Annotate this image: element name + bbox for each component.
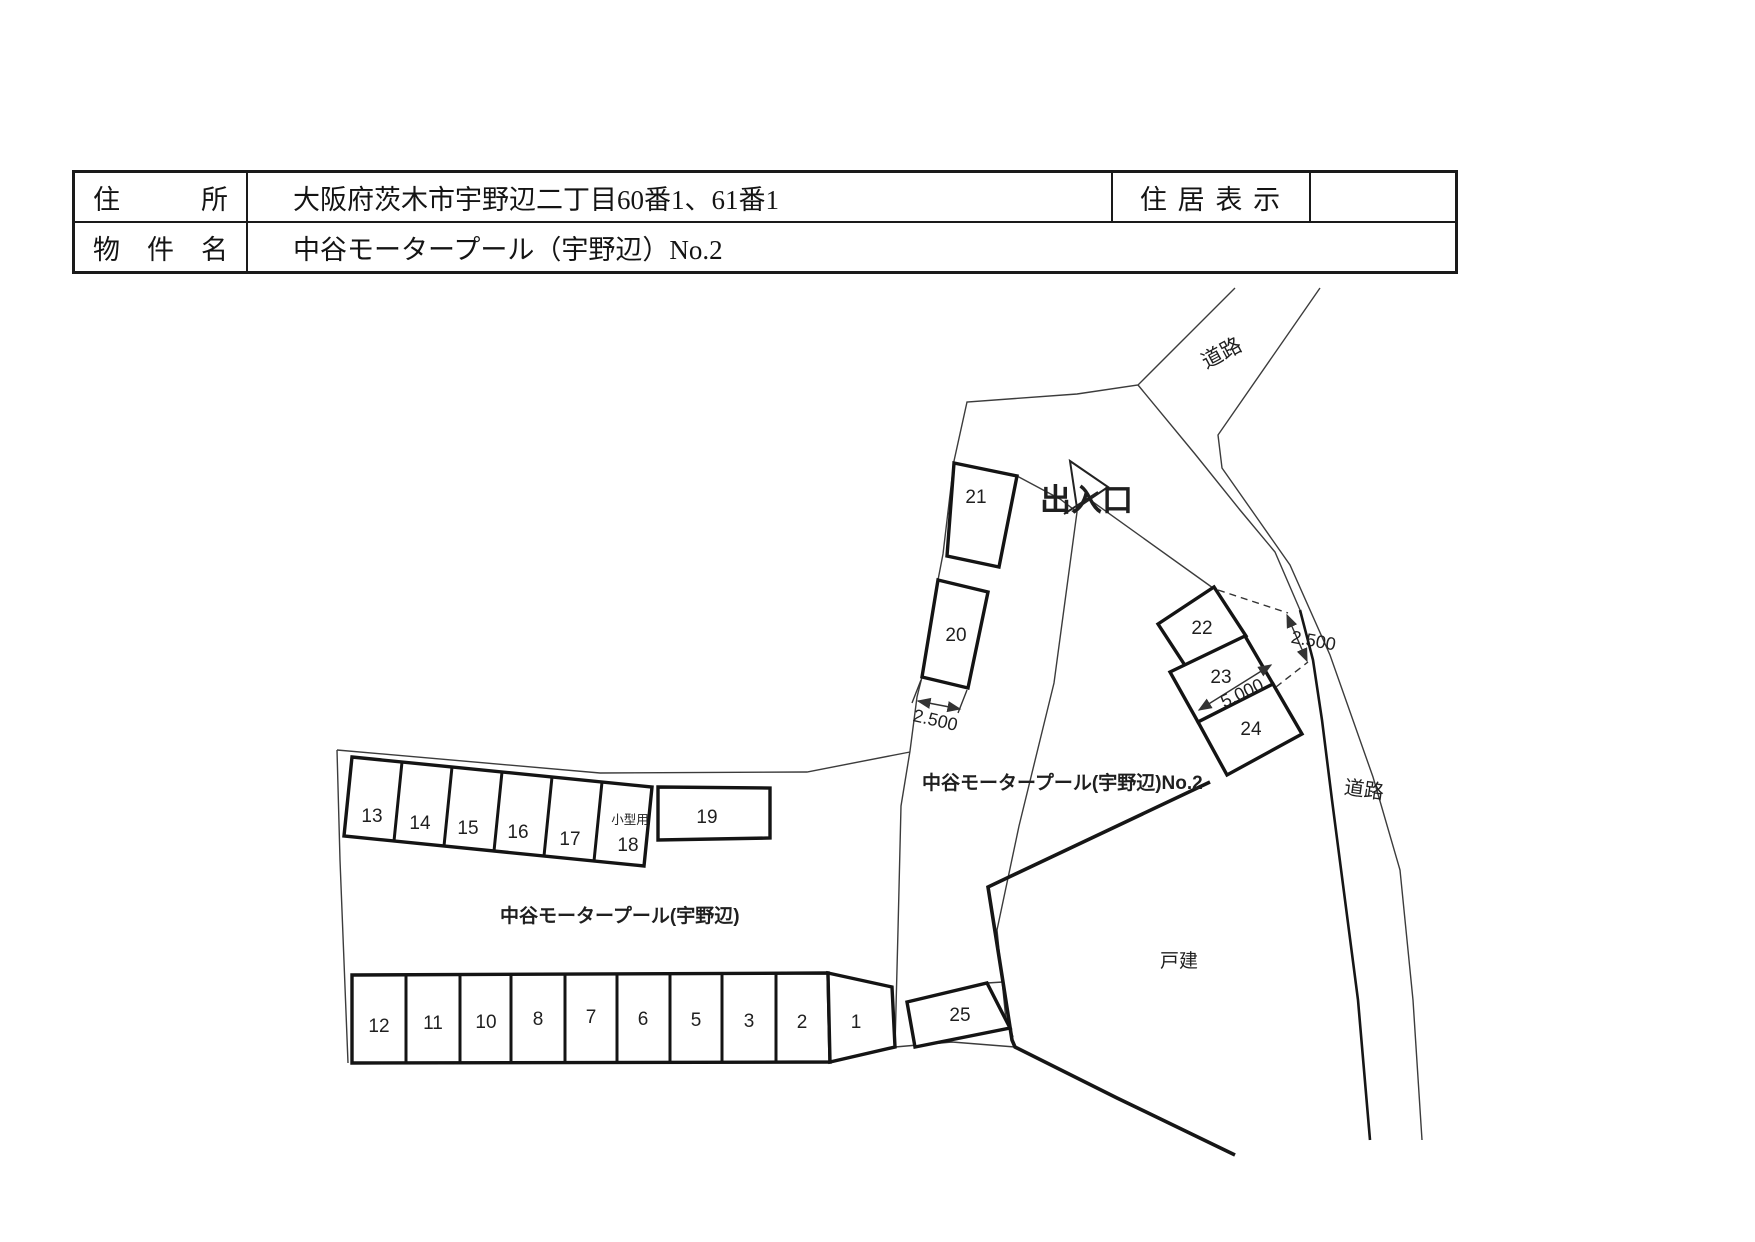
- dim-label-2500-left: 2.500: [911, 705, 959, 735]
- address-value: 大阪府茨木市宇野辺二丁目60番1、61番1: [248, 173, 1113, 221]
- divider-15-16: [492, 771, 504, 852]
- road-outer-edge-line: [1217, 287, 1423, 1141]
- stall-12-label: 12: [368, 1016, 389, 1037]
- stall-20-label: 20: [945, 625, 966, 646]
- stall-24-label: 24: [1240, 719, 1262, 740]
- stall-6-label: 6: [638, 1009, 649, 1030]
- road-label-top: 道路: [1198, 334, 1246, 374]
- stall-25-label: 25: [949, 1005, 970, 1026]
- divider-14-15: [442, 766, 454, 847]
- stall-number-labels: 1 2 3 5 6 7 8 10 11 12 13 14 15 16 17 18…: [361, 487, 1262, 1037]
- stall-21-label: 21: [965, 487, 986, 508]
- lot-no1-label: 中谷モータープール(宇野辺): [500, 904, 740, 927]
- divider-16-17: [542, 776, 554, 857]
- dim-label-2500-right: 2.500: [1290, 627, 1338, 655]
- entrance-label: 出入口: [1040, 483, 1133, 518]
- stall-2-label: 2: [797, 1012, 808, 1033]
- dim-leader-dashed: [1217, 589, 1289, 614]
- stall-1-shape: [826, 970, 897, 1065]
- lot-no2-label: 中谷モータープール(宇野辺)No.2: [922, 771, 1203, 794]
- small-car-label: 小型用: [611, 813, 649, 827]
- dim-stall22-width: [1217, 589, 1309, 688]
- parking-stalls: [342, 460, 1305, 1065]
- entrance-arrow-icon: [1063, 458, 1110, 515]
- stall-16-label: 16: [507, 822, 528, 843]
- stall-25-shape: [905, 981, 1013, 1050]
- stall-21-shape: [945, 460, 1019, 570]
- stall-14-label: 14: [409, 813, 431, 834]
- thick-parcel-lines: [986, 609, 1372, 1157]
- residence-display-label: 住 居 表 示: [1113, 173, 1311, 221]
- entrance-arrow-tail: [1063, 491, 1099, 515]
- property-info-table: 住 所 大阪府茨木市宇野辺二丁目60番1、61番1 住 居 表 示 物 件 名 …: [72, 170, 1458, 274]
- road-label-right: 道路: [1343, 776, 1386, 804]
- property-name-value: 中谷モータープール（宇野辺）No.2: [293, 234, 723, 265]
- corridor-right-boundary-line: [996, 475, 1078, 1031]
- left-parcel-top-boundary-line: [336, 749, 911, 774]
- entrance-arrow-triangle: [1068, 458, 1110, 510]
- stall-23-label: 23: [1210, 667, 1231, 688]
- house-parcel-outline: [986, 780, 1236, 1157]
- stall-11-label: 11: [423, 1013, 443, 1034]
- stall-20-shape: [920, 577, 991, 691]
- stall-13-label: 13: [361, 806, 382, 827]
- dim-leader-dashed: [1275, 661, 1309, 688]
- stall-5-label: 5: [691, 1010, 702, 1031]
- dim-arrow-line: [916, 697, 962, 713]
- stall-18-label: 18: [617, 835, 638, 856]
- property-name-label: 物 件 名: [75, 223, 248, 271]
- dim-stall23-length-arrow: [1197, 664, 1273, 711]
- stall-22-label: 22: [1191, 618, 1212, 639]
- road-inner-edge-lower-line: [1298, 609, 1372, 1141]
- address-row: 住 所 大阪府茨木市宇野辺二丁目60番1、61番1 住 居 表 示: [75, 173, 1455, 223]
- dim-ext-tick: [911, 679, 922, 704]
- house-label: 戸建: [1160, 950, 1198, 972]
- dim-arrow-line: [1286, 613, 1308, 663]
- stall25-house-connector-top: [986, 981, 1004, 984]
- boundary-lines: [336, 287, 1423, 1141]
- stall-15-label: 15: [457, 818, 478, 839]
- stall-10-label: 10: [475, 1012, 496, 1033]
- entrance-to-stall22-line: [1085, 496, 1214, 589]
- stall-19-shape: [656, 785, 772, 842]
- stall-3-label: 3: [744, 1011, 755, 1032]
- stall-7-label: 7: [586, 1007, 597, 1028]
- divider-13-14: [392, 761, 404, 842]
- property-name-row: 物 件 名 中谷モータープール（宇野辺）No.2: [75, 223, 1455, 271]
- divider-17-18: [592, 781, 604, 862]
- stall-19-label: 19: [696, 807, 717, 828]
- stall-8-label: 8: [533, 1009, 544, 1030]
- left-parcel-left-boundary-line: [336, 749, 349, 1064]
- bottom-row-dividers: [404, 974, 778, 1062]
- road-inner-edge-upper-line: [1137, 384, 1301, 611]
- stall-17-label: 17: [559, 829, 580, 850]
- stall-1-label: 1: [851, 1012, 862, 1033]
- address-label: 住 所: [75, 173, 248, 221]
- dim-stall20-width: [911, 679, 968, 714]
- block-13-18-dividers: [392, 761, 604, 862]
